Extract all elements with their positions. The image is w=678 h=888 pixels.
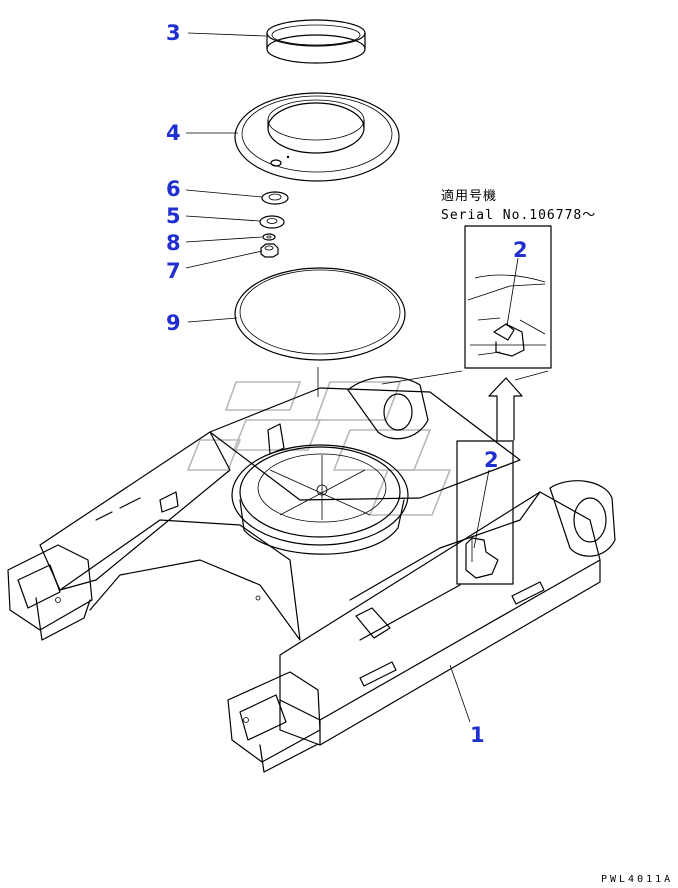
callout-part-7: 7 — [166, 259, 181, 283]
part-5-gasket — [259, 215, 285, 229]
serial-range-label: Serial No.106778～ — [441, 208, 596, 223]
part-1-track-frame — [7, 376, 616, 773]
callout-part-2-inset: 2 — [513, 238, 528, 262]
part-8-washer — [262, 233, 276, 241]
part-callouts: 3 4 6 5 8 7 9 2 2 1 — [166, 21, 528, 747]
part-3-seal — [266, 19, 366, 64]
frame-detail-box — [456, 440, 514, 585]
part-9-oring — [234, 267, 406, 361]
part-7-nut — [260, 243, 279, 258]
callout-part-1: 1 — [470, 723, 485, 747]
part-6-plate — [261, 191, 289, 205]
callout-part-4: 4 — [166, 121, 181, 145]
watermark-logo — [186, 381, 452, 516]
detail-arrow — [381, 370, 549, 441]
part-4-cover — [234, 92, 400, 182]
callout-part-9: 9 — [166, 311, 181, 335]
callout-part-2-frame: 2 — [484, 448, 499, 472]
callout-part-8: 8 — [166, 231, 181, 255]
callout-part-6: 6 — [166, 177, 181, 201]
leader-lines — [185, 32, 519, 723]
callout-part-3: 3 — [166, 21, 181, 45]
drawing-code: PWL4011A — [601, 874, 673, 885]
inset-detail — [464, 225, 552, 369]
callout-part-5: 5 — [166, 204, 181, 228]
applicability-label: 適用号機 — [441, 188, 497, 204]
